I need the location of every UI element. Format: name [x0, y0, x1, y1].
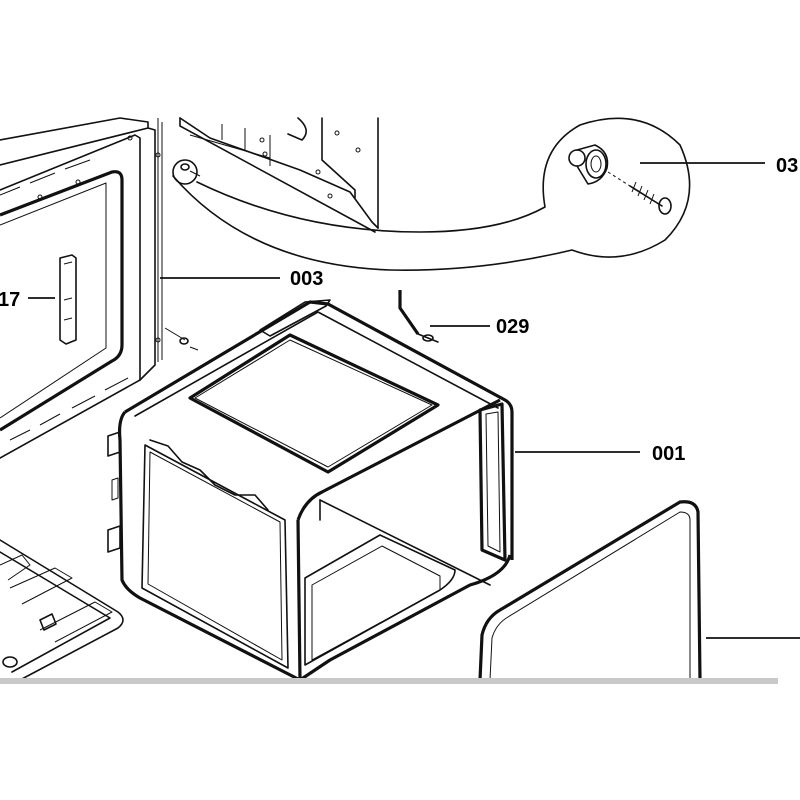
label-001: 001: [652, 443, 685, 465]
tray-fragment: [0, 539, 124, 681]
oven-door-panel: [0, 117, 199, 459]
label-017: 17: [0, 289, 20, 311]
oven-cavity-box: [107, 299, 514, 682]
image-crop-bar: [0, 678, 778, 684]
detail-callout: [172, 117, 691, 271]
pin-part-029: [398, 290, 439, 343]
label-029: 029: [496, 316, 529, 338]
label-03: 03: [776, 155, 798, 177]
flat-panel: [478, 500, 702, 681]
rear-panel-fragment: [172, 117, 379, 233]
label-003: 003: [290, 268, 323, 290]
